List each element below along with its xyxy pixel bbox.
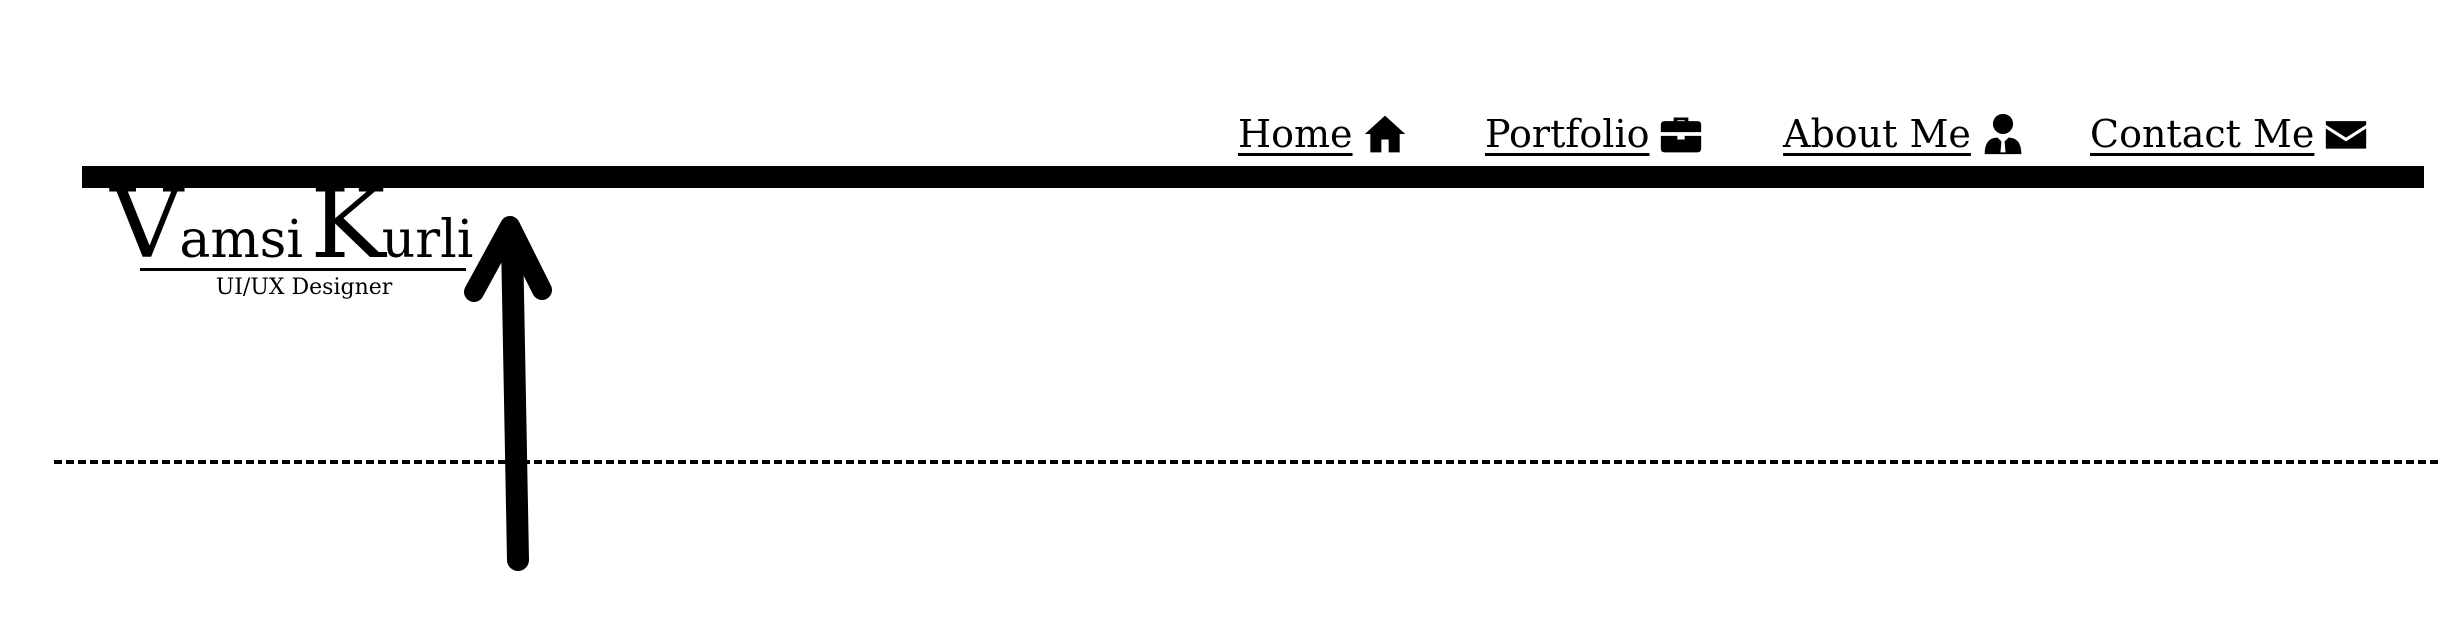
main-nav: Home Portfolio About Me Contact Me [0, 106, 2452, 166]
logo-underline [140, 268, 466, 271]
logo-first-name: V amsi [110, 168, 303, 280]
dashed-divider [54, 460, 2438, 464]
envelope-icon [2322, 110, 2370, 158]
up-arrow-icon [464, 216, 552, 571]
nav-link-label: Portfolio [1485, 112, 1650, 156]
nav-link-portfolio[interactable]: Portfolio [1485, 106, 1705, 162]
nav-link-about[interactable]: About Me [1783, 106, 2027, 162]
logo-name: V amsi K urli [110, 168, 473, 280]
logo-first-rest: amsi [179, 210, 303, 270]
nav-link-label: Contact Me [2090, 112, 2315, 156]
user-icon [1979, 110, 2027, 158]
logo-last-initial: K [310, 168, 386, 280]
nav-link-contact[interactable]: Contact Me [2090, 106, 2370, 162]
nav-link-label: About Me [1783, 112, 1971, 156]
nav-link-home[interactable]: Home [1238, 106, 1409, 162]
header-divider [82, 166, 2424, 188]
logo-tagline: UI/UX Designer [215, 275, 393, 300]
logo-first-initial: V [110, 168, 184, 280]
briefcase-icon [1657, 110, 1705, 158]
nav-link-label: Home [1238, 112, 1353, 156]
logo-last-rest: urli [381, 210, 474, 270]
logo-last-name: K urli [310, 168, 474, 280]
home-icon [1361, 110, 1409, 158]
logo[interactable]: V amsi K urli UI/UX Designer [110, 168, 473, 310]
